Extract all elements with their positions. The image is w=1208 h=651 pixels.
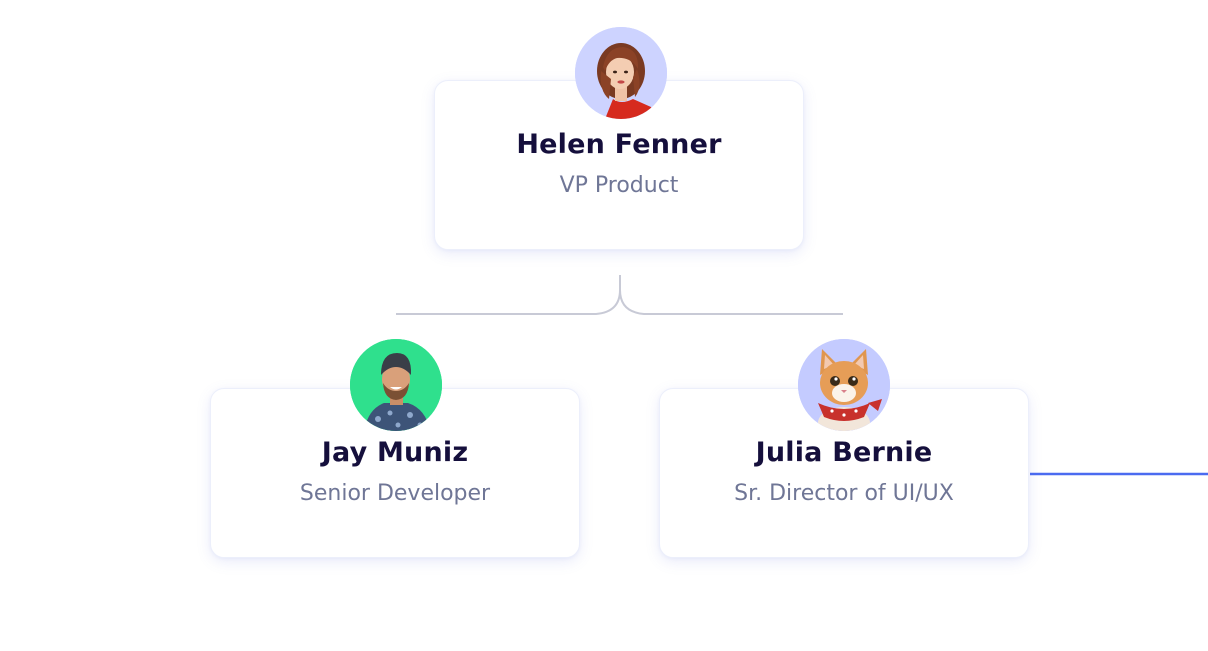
cat-portrait-icon: [798, 339, 890, 431]
man-portrait-icon: [350, 339, 442, 431]
employee-name: Helen Fenner: [516, 129, 722, 160]
employee-name: Jay Muniz: [321, 437, 469, 468]
avatar[interactable]: [350, 339, 442, 431]
employee-role: Senior Developer: [299, 481, 491, 506]
avatar[interactable]: [798, 339, 890, 431]
avatar[interactable]: [575, 27, 667, 119]
branch-connector: [396, 275, 843, 315]
woman-portrait-icon: [575, 27, 667, 119]
employee-role: VP Product: [559, 173, 679, 198]
employee-role: Sr. Director of UI/UX: [734, 481, 954, 506]
employee-name: Julia Bernie: [755, 437, 933, 468]
